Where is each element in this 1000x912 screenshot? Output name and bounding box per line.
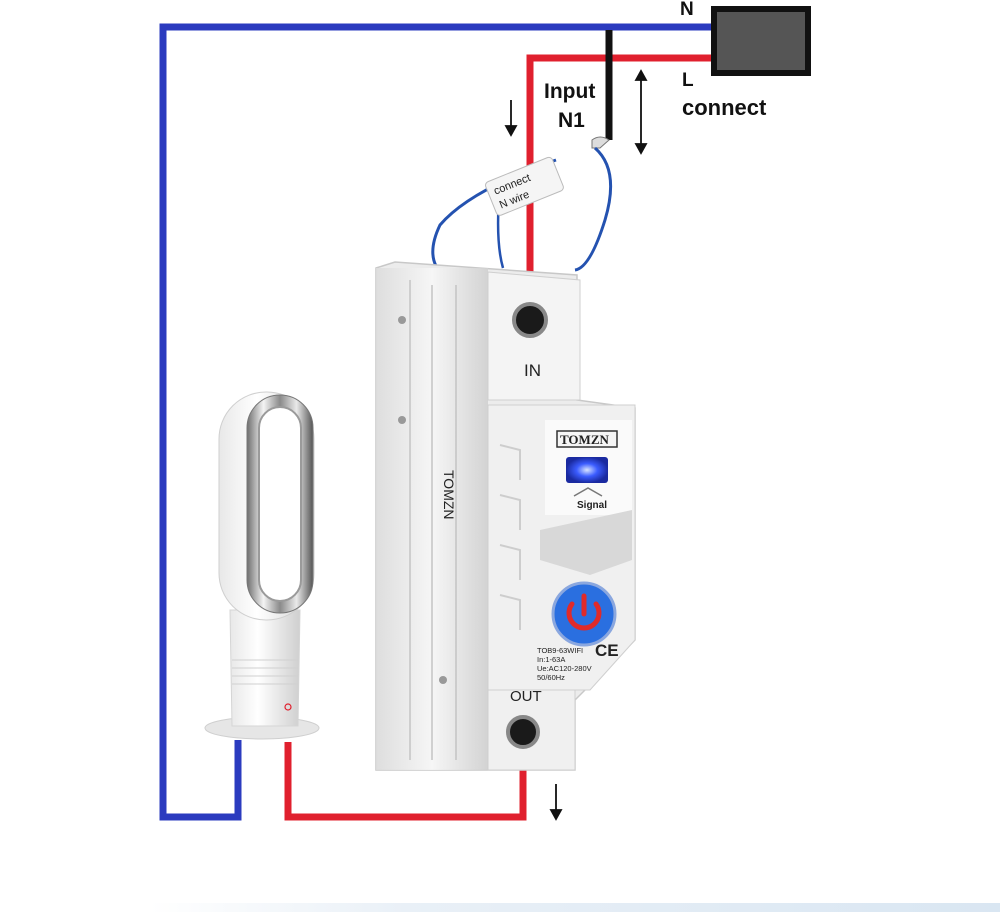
label-n-top: N (680, 0, 694, 20)
live-wire-input (526, 54, 712, 318)
output-terminal (506, 715, 540, 749)
side-brand: TOMZN (441, 470, 457, 520)
label-l-top: L (682, 70, 694, 91)
arrow-up-icon (634, 69, 648, 81)
label-out: OUT (510, 688, 542, 705)
spec-voltage: Ue:AC120-280V (537, 664, 592, 673)
heater-vent-grille (232, 659, 298, 685)
connect-n-wire-tag: connect N wire (485, 156, 564, 216)
neutral-wire (159, 23, 712, 821)
brand-plate (556, 430, 618, 448)
arrow-down-icon (549, 809, 563, 821)
wire-terminal-lug (591, 136, 610, 149)
label-in: IN (524, 361, 541, 380)
ce-mark: CE (595, 641, 619, 660)
arrow-down-icon (504, 125, 518, 137)
power-source-box (711, 6, 811, 76)
tower-heater-fan (204, 391, 320, 740)
live-wire-output (284, 738, 527, 821)
brand-label: TOMZN (560, 432, 609, 447)
power-icon (566, 601, 602, 631)
label-input: Input (544, 80, 595, 103)
smart-breaker: TOMZN IN TOMZN Signal TOB9-63WIFI In:1-6… (375, 261, 636, 771)
n-loop-wire-right (574, 146, 613, 272)
arrow-down-icon (634, 143, 648, 155)
signal-label: Signal (577, 500, 607, 511)
direction-arrows (504, 69, 648, 821)
heater-power-icon (284, 703, 292, 711)
footer-strip (150, 903, 1000, 912)
signal-led-icon (566, 457, 608, 483)
spec-frequency: 50/60Hz (537, 673, 565, 682)
input-terminal (512, 302, 548, 338)
label-connect: connect (682, 95, 767, 120)
spec-current: In:1-63A (537, 655, 565, 664)
spec-model: TOB9-63WIFI (537, 646, 583, 655)
signal-chevron-icon (573, 487, 603, 497)
label-n1: N1 (558, 109, 585, 132)
